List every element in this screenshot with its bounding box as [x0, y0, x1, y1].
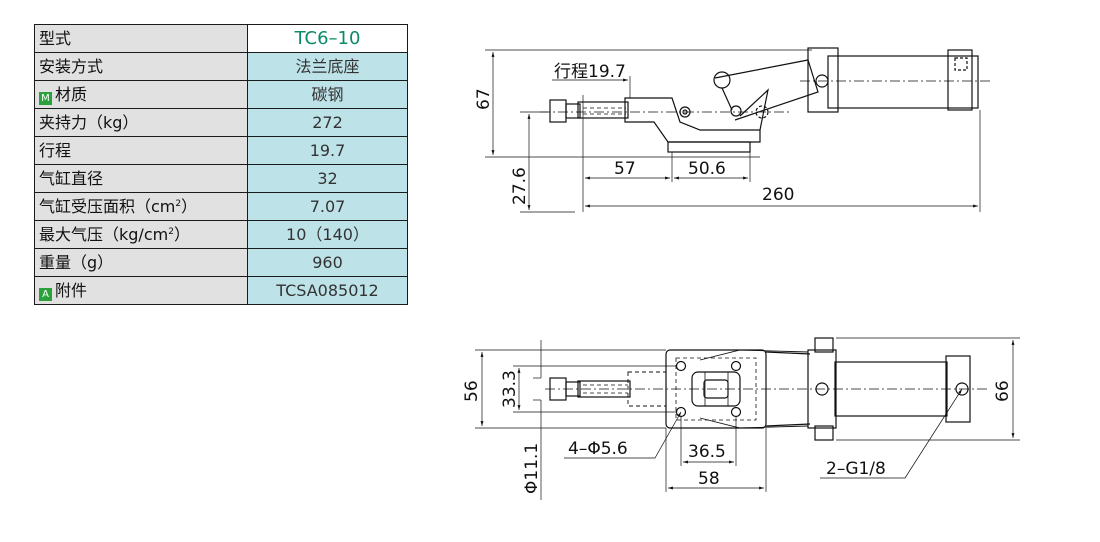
row-label-sup: 2 — [168, 227, 174, 237]
table-row: 重量（g） 960 — [34, 248, 408, 277]
row-label-tail: ） — [181, 197, 198, 216]
row-label: 重量（g） — [34, 248, 248, 277]
table-row: 夹持力（kg） 272 — [34, 108, 408, 137]
row-label: 材质 — [55, 85, 88, 104]
row-value: 法兰底座 — [247, 52, 408, 81]
dim-66: 66 — [993, 380, 1013, 402]
table-row: 型式 TC6–10 — [34, 24, 408, 53]
table-row: 气缸受压面积（cm2） 7.07 — [34, 192, 408, 221]
row-label: 气缸受压面积（cm — [39, 197, 176, 216]
material-mark-icon: M — [39, 92, 52, 105]
port-label: 2–G1/8 — [826, 459, 886, 479]
table-row: 气缸直径 32 — [34, 164, 408, 193]
accessory-mark-icon: A — [39, 288, 52, 301]
dim-33-3: 33.3 — [500, 370, 520, 408]
dim-260: 260 — [762, 185, 794, 205]
holes-label: 4–Φ5.6 — [568, 439, 628, 459]
model-label: 型式 — [34, 24, 248, 53]
row-value: 19.7 — [247, 136, 408, 165]
row-value: 碳钢 — [247, 80, 408, 109]
dim-dia-11-1: Φ11.1 — [522, 443, 542, 494]
row-label-tail: ） — [173, 225, 190, 244]
dim-56: 56 — [462, 380, 482, 402]
table-row: 行程 19.7 — [34, 136, 408, 165]
row-label: 夹持力（kg） — [34, 108, 248, 137]
row-value: 7.07 — [247, 192, 408, 221]
row-value: TCSA085012 — [247, 276, 408, 305]
side-view-drawing — [485, 47, 990, 213]
stroke-label: 行程19.7 — [554, 62, 626, 82]
dim-36-5: 36.5 — [688, 442, 726, 462]
row-label-cell: 气缸受压面积（cm2） — [34, 192, 248, 221]
row-value: 272 — [247, 108, 408, 137]
row-value: 32 — [247, 164, 408, 193]
dim-50-6: 50.6 — [688, 159, 726, 179]
dim-27-6: 27.6 — [510, 167, 530, 205]
row-label: 最大气压（kg/cm — [39, 225, 169, 244]
dim-58: 58 — [698, 469, 720, 489]
row-value: 960 — [247, 248, 408, 277]
dim-57: 57 — [614, 159, 636, 179]
dim-67: 67 — [474, 88, 494, 110]
row-label: 气缸直径 — [34, 164, 248, 193]
row-label-sup: 2 — [175, 199, 182, 209]
row-label: 附件 — [55, 281, 88, 300]
table-row: 最大气压（kg/cm2） 10（140） — [34, 220, 408, 249]
model-value: TC6–10 — [247, 24, 408, 53]
top-view-drawing — [475, 337, 1020, 500]
row-value: 10（140） — [247, 220, 408, 249]
